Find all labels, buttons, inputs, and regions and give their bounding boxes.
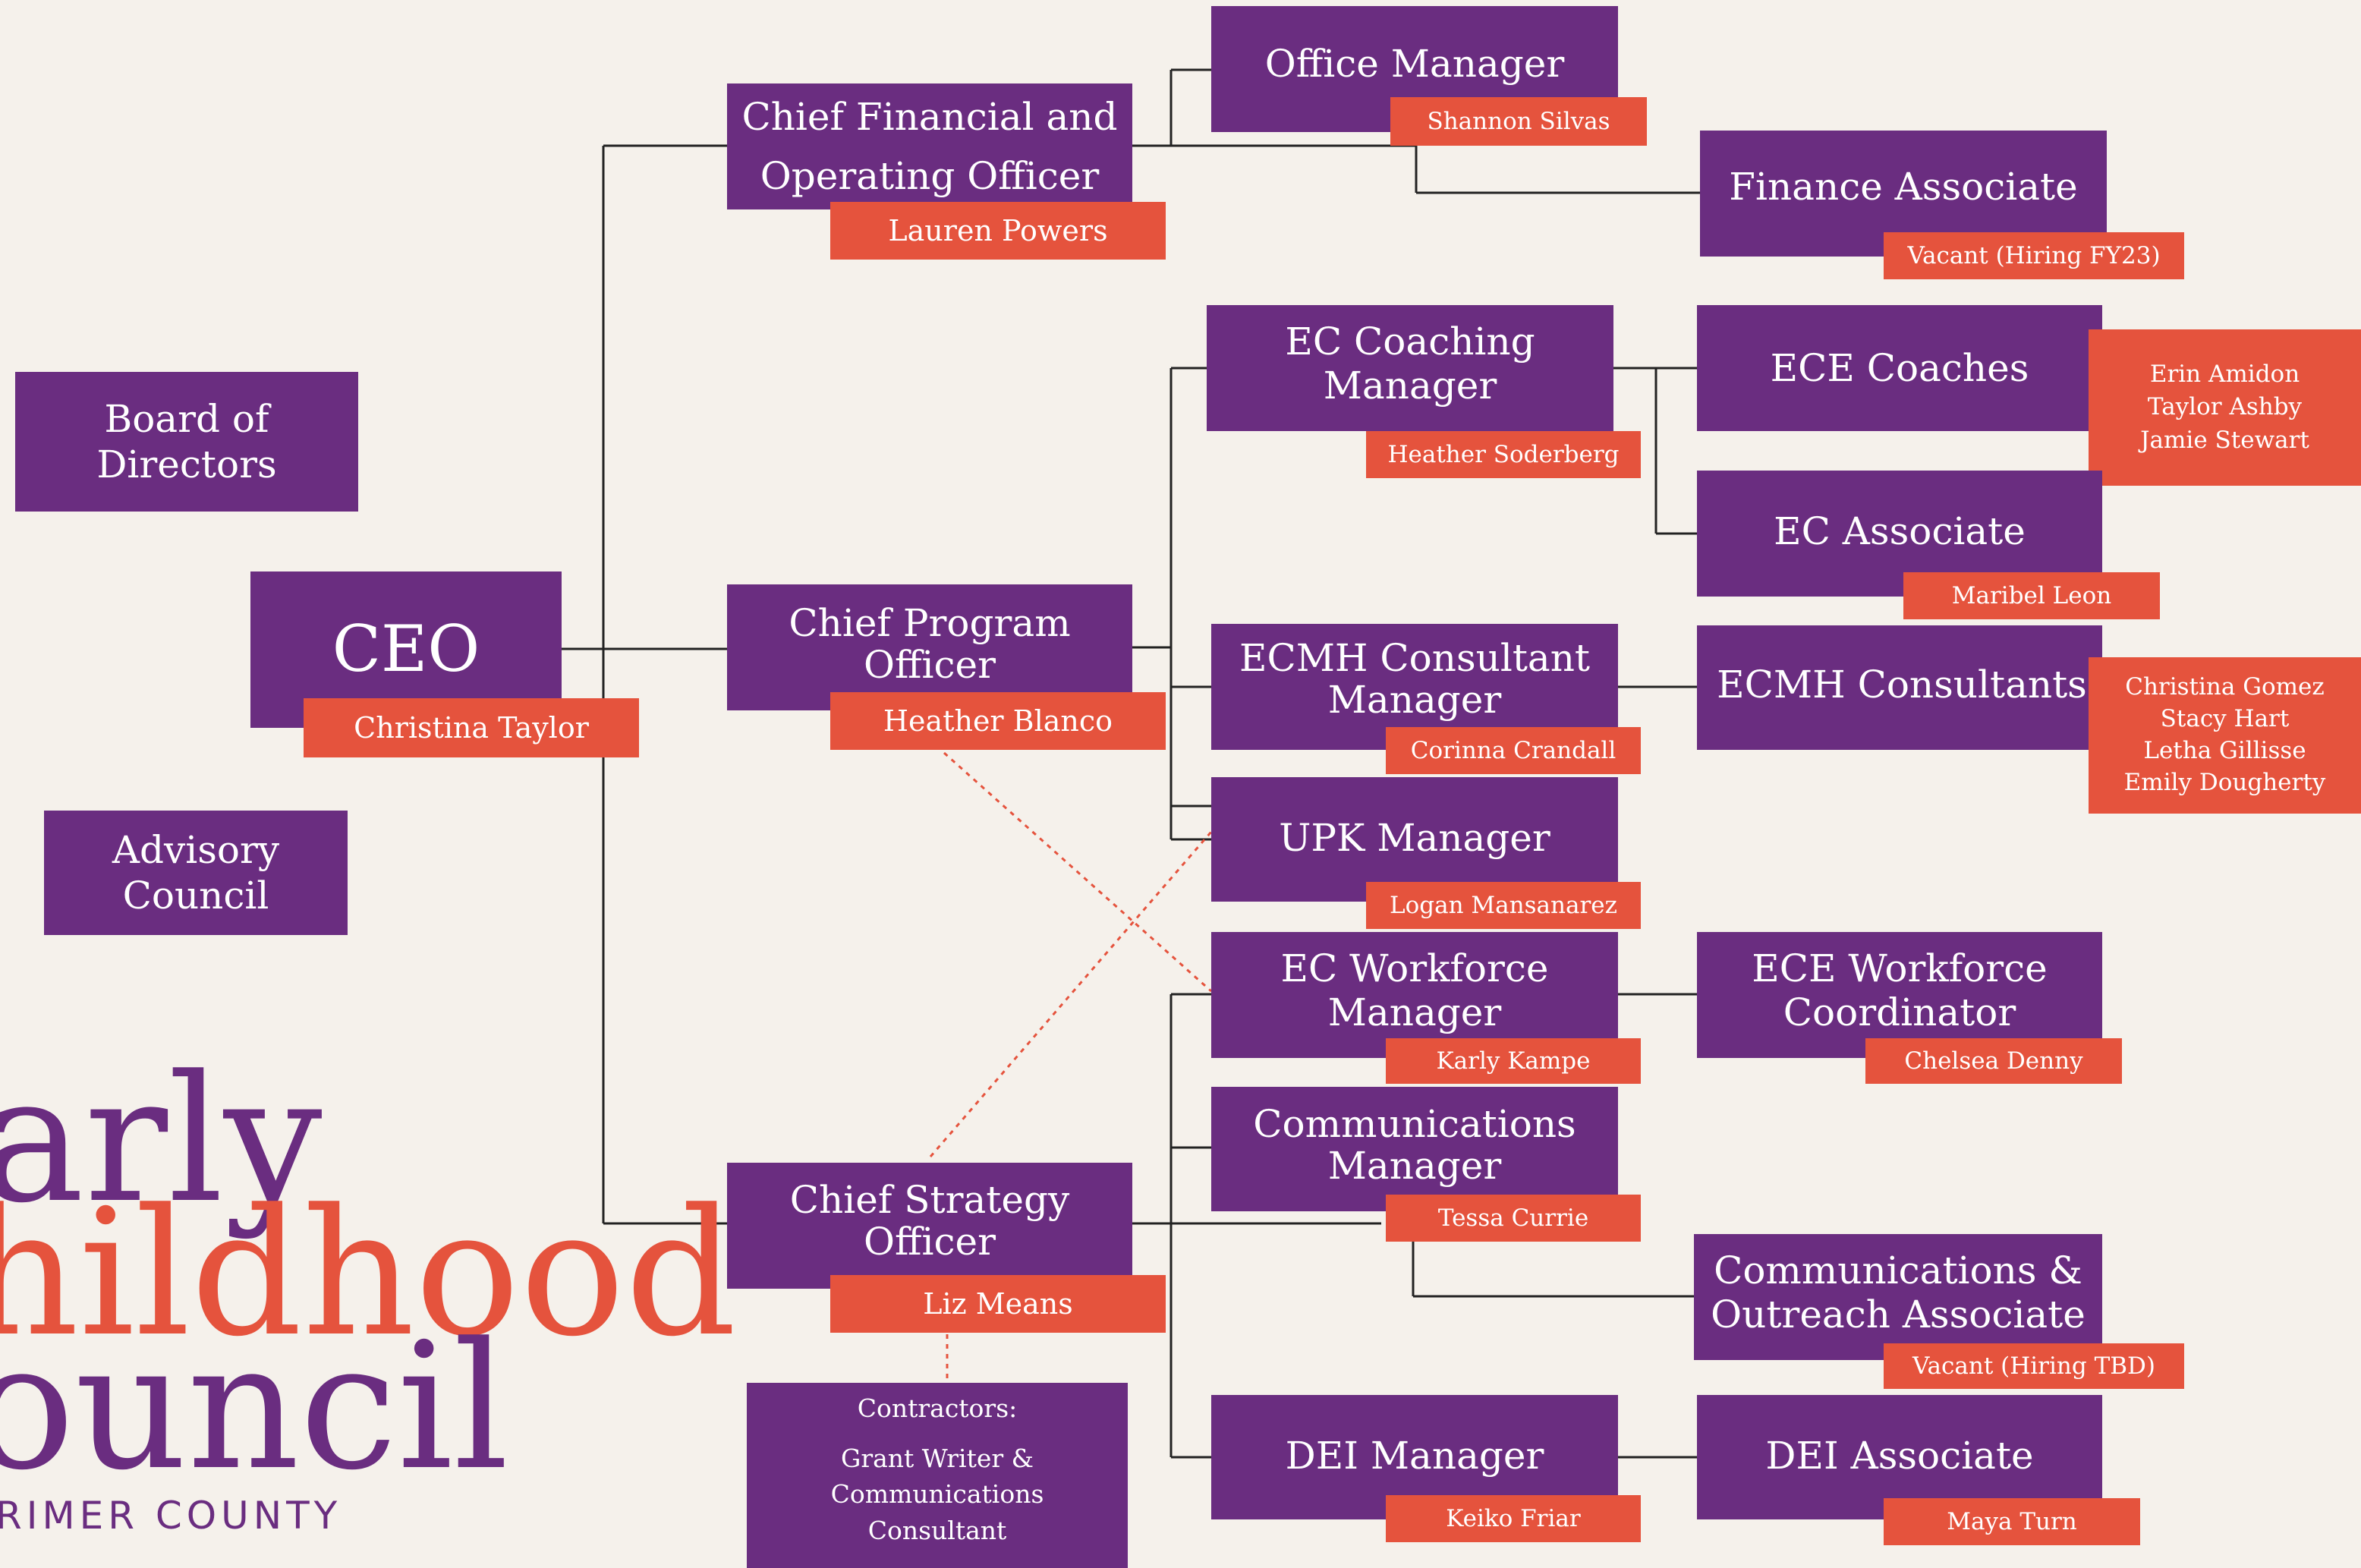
- ceo-name-tag: Christina Taylor: [304, 698, 639, 757]
- cso-box: Chief Strategy Officer: [727, 1163, 1132, 1289]
- ece-coaches-box: ECE Coaches: [1697, 305, 2102, 431]
- comms-outreach-associate-title: Communications & Outreach Associate: [1711, 1248, 2086, 1337]
- finance-associate-name-tag: Vacant (Hiring FY23): [1884, 232, 2184, 279]
- dei-associate-title: DEI Associate: [1765, 1434, 2034, 1478]
- ece-workforce-coordinator-name-tag: Chelsea Denny: [1865, 1038, 2122, 1084]
- contractors-body: Grant Writer & Communications Consultant: [830, 1443, 1044, 1546]
- dei-manager-name: Keiko Friar: [1446, 1505, 1581, 1532]
- logo-line-1: arly: [0, 1039, 323, 1242]
- cpo-box: Chief Program Officer: [727, 584, 1132, 710]
- dei-manager-box: DEI Manager: [1211, 1395, 1618, 1519]
- dotted-connector: [929, 831, 1213, 1157]
- communications-manager-name-tag: Tessa Currie: [1386, 1195, 1641, 1242]
- contractors-box: Contractors: Grant Writer & Communicatio…: [747, 1383, 1128, 1568]
- dei-manager-title: DEI Manager: [1285, 1434, 1544, 1478]
- ece-workforce-coordinator-title: ECE Workforce Coordinator: [1752, 946, 2048, 1034]
- ec-coaching-manager-name: Heather Soderberg: [1387, 441, 1620, 468]
- ec-coaching-manager-title: EC Coaching Manager: [1285, 320, 1535, 408]
- cpo-name: Heather Blanco: [883, 704, 1113, 738]
- ecmh-manager-title: ECMH Consultant Manager: [1239, 636, 1591, 722]
- communications-manager-title: Communications Manager: [1253, 1102, 1576, 1188]
- comms-outreach-associate-name-tag: Vacant (Hiring TBD): [1884, 1343, 2184, 1389]
- ceo-name: Christina Taylor: [354, 711, 589, 745]
- ece-coaches-names-tag: Erin Amidon Taylor Ashby Jamie Stewart: [2089, 329, 2361, 486]
- office-manager-name: Shannon Silvas: [1427, 108, 1610, 135]
- advisory-title: Advisory Council: [112, 828, 280, 918]
- ece-coaches-names: Erin Amidon Taylor Ashby Jamie Stewart: [2140, 360, 2309, 454]
- ecmh-consultants-names-tag: Christina Gomez Stacy Hart Letha Gilliss…: [2089, 657, 2361, 814]
- cpo-name-tag: Heather Blanco: [830, 692, 1166, 750]
- ec-workforce-manager-title: EC Workforce Manager: [1280, 946, 1549, 1034]
- contractors-heading: Contractors:: [857, 1393, 1018, 1423]
- dotted-connector: [943, 751, 1212, 993]
- cso-name-tag: Liz Means: [830, 1275, 1166, 1333]
- board-of-directors-box: Board of Directors: [15, 372, 358, 512]
- ec-associate-name: Maribel Leon: [1951, 582, 2112, 609]
- ec-workforce-manager-name: Karly Kampe: [1436, 1047, 1591, 1075]
- ceo-title: CEO: [332, 612, 480, 686]
- office-manager-name-tag: Shannon Silvas: [1390, 97, 1647, 146]
- ec-associate-name-tag: Maribel Leon: [1903, 572, 2160, 619]
- dei-manager-name-tag: Keiko Friar: [1386, 1495, 1641, 1542]
- dei-associate-box: DEI Associate: [1697, 1395, 2102, 1519]
- cpo-title: Chief Program Officer: [789, 601, 1071, 687]
- cso-name: Liz Means: [923, 1287, 1073, 1321]
- ecmh-consultants-title: ECMH Consultants: [1717, 663, 2087, 707]
- comms-outreach-associate-name: Vacant (Hiring TBD): [1912, 1352, 2155, 1380]
- ec-coaching-manager-name-tag: Heather Soderberg: [1366, 431, 1641, 478]
- dei-associate-name: Maya Turn: [1947, 1508, 2077, 1535]
- board-title: Board of Directors: [96, 397, 277, 486]
- finance-associate-name: Vacant (Hiring FY23): [1907, 242, 2161, 269]
- comms-outreach-associate-box: Communications & Outreach Associate: [1694, 1234, 2102, 1360]
- ece-coaches-title: ECE Coaches: [1770, 346, 2029, 390]
- cfo-title: Chief Financial and Operating Officer: [741, 95, 1118, 198]
- logo-line-3: ouncil: [0, 1306, 509, 1509]
- ecmh-manager-name: Corinna Crandall: [1410, 737, 1616, 764]
- upk-manager-box: UPK Manager: [1211, 777, 1618, 902]
- dei-associate-name-tag: Maya Turn: [1884, 1498, 2140, 1545]
- cfo-name: Lauren Powers: [888, 214, 1108, 247]
- cfo-name-tag: Lauren Powers: [830, 202, 1166, 260]
- ecmh-manager-name-tag: Corinna Crandall: [1386, 727, 1641, 774]
- ecmh-consultants-names: Christina Gomez Stacy Hart Letha Gilliss…: [2123, 673, 2326, 796]
- logo-county: RIMER COUNTY: [0, 1494, 342, 1538]
- communications-manager-name: Tessa Currie: [1437, 1204, 1589, 1232]
- advisory-council-box: Advisory Council: [44, 811, 348, 935]
- ec-workforce-manager-box: EC Workforce Manager: [1211, 932, 1618, 1058]
- ecmh-consultants-box: ECMH Consultants: [1697, 625, 2102, 750]
- communications-manager-box: Communications Manager: [1211, 1087, 1618, 1211]
- upk-manager-title: UPK Manager: [1279, 816, 1550, 860]
- upk-manager-name-tag: Logan Mansanarez: [1366, 882, 1641, 929]
- office-manager-title: Office Manager: [1264, 42, 1565, 86]
- ece-workforce-coordinator-name: Chelsea Denny: [1904, 1047, 2083, 1075]
- ec-workforce-manager-name-tag: Karly Kampe: [1386, 1038, 1641, 1084]
- ec-associate-title: EC Associate: [1774, 509, 2026, 553]
- cfo-box: Chief Financial and Operating Officer: [727, 83, 1132, 209]
- ece-workforce-coordinator-box: ECE Workforce Coordinator: [1697, 932, 2102, 1058]
- finance-associate-title: Finance Associate: [1729, 165, 2078, 209]
- upk-manager-name: Logan Mansanarez: [1390, 892, 1617, 919]
- logo-line-2: hildhood: [0, 1173, 737, 1375]
- cso-title: Chief Strategy Officer: [789, 1178, 1070, 1264]
- ec-coaching-manager-box: EC Coaching Manager: [1207, 305, 1613, 431]
